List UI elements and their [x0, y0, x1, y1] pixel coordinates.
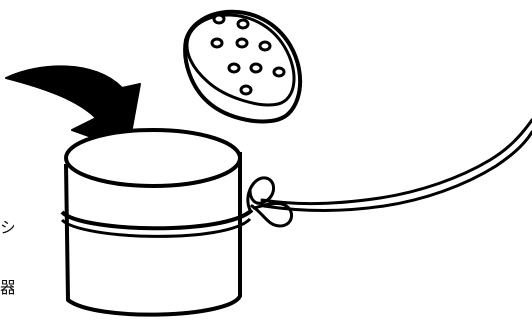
cylindrical-container	[60, 128, 254, 317]
edge-text: シ 器	[0, 178, 14, 318]
edge-text-line-1: シ	[0, 218, 14, 237]
perforated-lid	[183, 9, 303, 124]
lid-holes	[210, 13, 286, 96]
tied-string	[246, 118, 532, 228]
edge-text-line-2: 器	[0, 278, 14, 297]
curved-arrow-icon	[5, 65, 141, 151]
